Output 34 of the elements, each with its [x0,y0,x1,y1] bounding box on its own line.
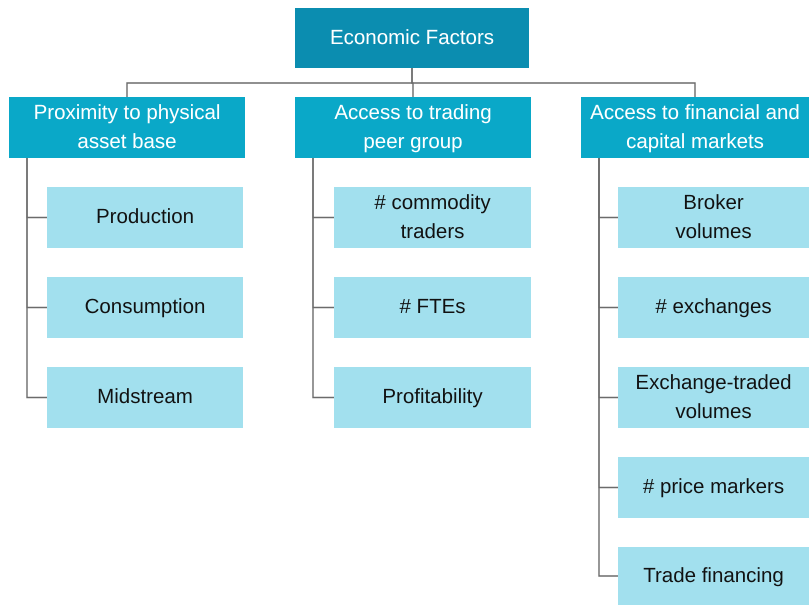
box-label: Broker volumes [674,190,753,244]
connector-line [26,158,47,398]
box-label: Exchange-traded volumes [634,370,793,424]
factor-box [618,457,809,518]
box-label: Midstream [97,384,193,410]
box-label: Proximity to physical asset base [32,100,222,154]
box-label: # exchanges [655,294,772,320]
box-label: Economic Factors [330,24,494,51]
category-box [581,97,809,158]
factor-box [334,367,531,428]
factor-box [334,277,531,338]
factor-box [618,277,809,338]
box-label: # price markers [642,474,784,500]
connector-line [411,68,696,97]
box-label: Production [96,204,194,230]
connector-line [312,158,334,398]
box-label: Consumption [84,294,206,320]
factor-box [47,187,243,248]
factor-box [47,367,243,428]
category-box [295,97,531,158]
factor-box [334,187,531,248]
box-label: Access to trading peer group [333,100,493,154]
factor-box [618,367,809,428]
factor-box [618,547,809,605]
category-box [9,97,245,158]
factor-box [618,187,809,248]
factor-box [47,277,243,338]
category-box [295,8,529,68]
box-label: Trade financing [643,562,784,589]
box-label: # commodity traders [373,190,492,244]
box-label: Access to financial and capital markets [589,100,801,154]
connector-line [598,158,618,577]
box-label: Profitability [382,384,483,410]
box-label: # FTEs [399,294,466,320]
